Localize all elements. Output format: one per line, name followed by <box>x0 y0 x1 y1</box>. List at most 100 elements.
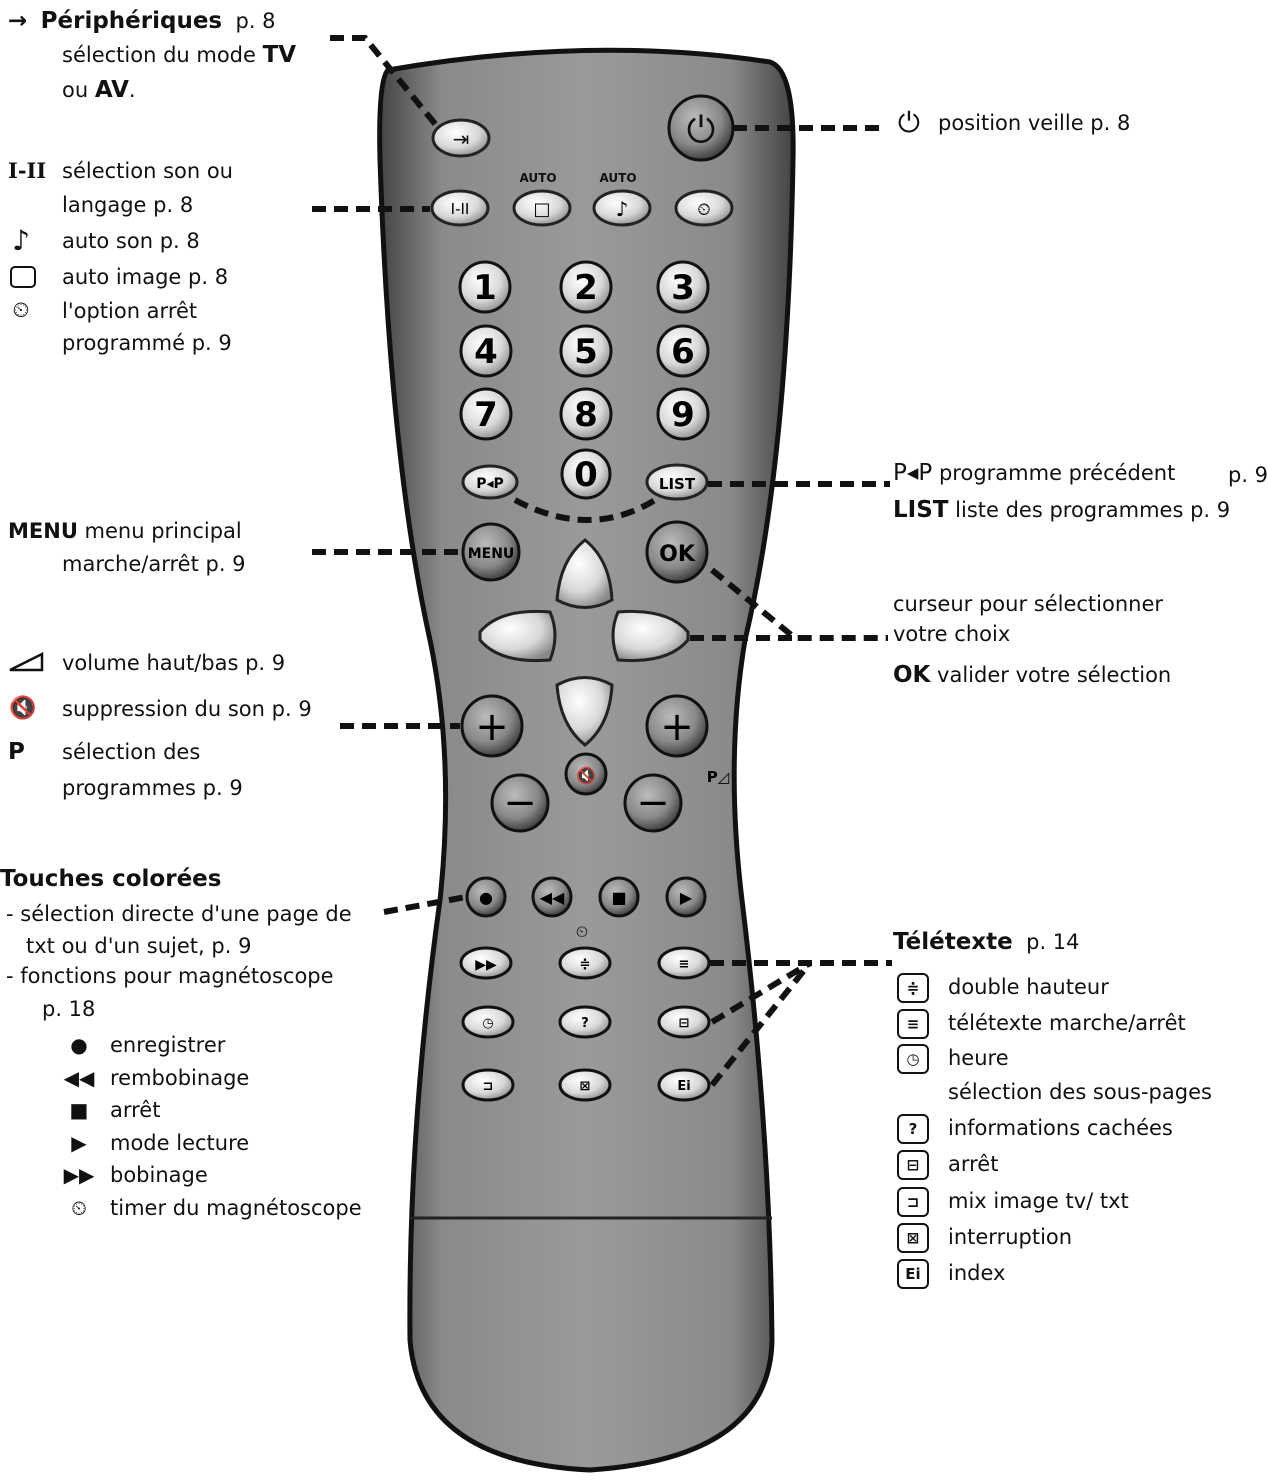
teletext-item-label-7: interruption <box>948 1225 1073 1249</box>
teletext-icon-2-1: ⊠ <box>580 1079 591 1094</box>
sleep-timer-icon: ⏲ <box>12 298 30 323</box>
cursor-line1: curseur pour sélectionner <box>893 592 1164 616</box>
svg-text:MENU: MENU <box>468 546 515 562</box>
teletext-icon-2-0: ⊐ <box>483 1079 494 1094</box>
peripheriques-line2: sélection du mode TV <box>62 42 297 68</box>
digit-label-0: 0 <box>574 455 598 495</box>
ok-label: OK valider votre sélection <box>893 662 1172 688</box>
transport-button-3 <box>665 876 707 918</box>
teletext-item-label-4: informations cachées <box>948 1116 1173 1140</box>
digit-label-6: 6 <box>671 332 695 372</box>
program-line1: sélection des <box>62 740 201 764</box>
vcr-item-icon-1: ◀◀ <box>63 1065 95 1090</box>
transport-icon-0: ● <box>479 888 493 907</box>
teletext-icon-1-2: ⊟ <box>679 1016 690 1031</box>
teletext-button-2-0 <box>461 1068 515 1102</box>
auto-sound-icon: ♪ <box>616 197 629 221</box>
digit-button-6 <box>656 324 710 378</box>
auto-label-2: AUTO <box>599 171 636 185</box>
svg-text:LIST: LIST <box>659 475 696 493</box>
program-icon: P <box>8 739 25 765</box>
program-minus-button <box>490 773 550 833</box>
power-icon: ⏻ <box>897 106 921 139</box>
digit-button-9 <box>656 387 710 441</box>
auto-image-label: auto image p. 8 <box>62 265 229 289</box>
screen-icon <box>10 266 36 288</box>
svg-text:OK: OK <box>659 542 696 567</box>
teletext-item-icon-2: ◷ <box>897 1044 929 1074</box>
colored-bullet1a: - sélection directe d'une page de <box>6 902 352 926</box>
teletext-icon-0-0: ≑ <box>580 957 591 972</box>
fast-forward-button <box>459 946 513 980</box>
power-icon: ⏻ <box>687 110 715 151</box>
transport-icon-1: ◀◀ <box>540 888 565 907</box>
ok-button <box>645 520 709 584</box>
note-icon: ♪ <box>12 224 30 257</box>
list-button <box>645 463 709 501</box>
transport-icon-2: ■ <box>611 888 626 907</box>
volume-minus-button <box>623 773 683 833</box>
mute-icon: 🔇 <box>576 766 596 785</box>
sleep-line2: programmé p. 9 <box>62 331 232 355</box>
digit-button-2 <box>559 260 613 314</box>
svg-text:+: + <box>475 704 509 750</box>
pp-page: p. 9 <box>1228 463 1268 487</box>
teletext-title: Télétexte p. 14 <box>893 929 1080 955</box>
teletext-item-label-0: double hauteur <box>948 975 1109 999</box>
auto-image-icon: □ <box>533 199 550 220</box>
program-plus-button <box>460 694 524 758</box>
svg-text:−: − <box>636 780 670 826</box>
digit-label-9: 9 <box>671 395 695 435</box>
teletext-button-0-1 <box>657 946 711 980</box>
transport-button-2 <box>598 876 640 918</box>
teletext-item-icon-6: ⊐ <box>897 1187 929 1217</box>
digit-label-4: 4 <box>474 332 498 372</box>
menu-label-line1: MENU menu principal <box>8 519 242 543</box>
sound-lang-icon: I-II <box>8 158 47 183</box>
vcr-item-label-2: arrêt <box>110 1098 161 1122</box>
digit-button-8 <box>559 387 613 441</box>
digit-label-3: 3 <box>671 268 695 308</box>
transport-icon-4: ▶▶ <box>475 957 497 973</box>
digit-label-2: 2 <box>574 268 598 308</box>
transport-button-1 <box>531 876 573 918</box>
mute-icon: 🔇 <box>9 696 37 721</box>
teletext-button-1-0 <box>461 1005 515 1039</box>
mute-label: suppression du son p. 9 <box>62 697 312 721</box>
cursor-line2: votre choix <box>893 622 1011 646</box>
vcr-item-icon-3: ▶ <box>71 1130 87 1155</box>
sleep-timer-icon: ⏲ <box>697 200 710 220</box>
source-icon: ⇥ <box>453 127 470 151</box>
sound-lang-line1: sélection son ou <box>62 159 233 183</box>
teletext-button-0-0 <box>558 946 612 980</box>
vcr-item-label-4: bobinage <box>110 1163 208 1187</box>
standby-label: position veille p. 8 <box>938 111 1131 135</box>
volume-label: volume haut/bas p. 9 <box>62 651 286 675</box>
colored-bullet2b: p. 18 <box>42 997 96 1021</box>
cursor-pad <box>478 538 690 747</box>
sound-lang-icon: I-II <box>451 200 470 218</box>
teletext-item-label-2: heure <box>948 1046 1009 1070</box>
vcr-item-icon-4: ▶▶ <box>63 1163 95 1187</box>
menu-label-line2: marche/arrêt p. 9 <box>62 552 246 576</box>
teletext-item-icon-7: ⊠ <box>897 1223 929 1253</box>
volume-plus-button <box>645 694 709 758</box>
digit-label-1: 1 <box>473 268 497 308</box>
svg-text:P◂P: P◂P <box>476 476 504 492</box>
teletext-button-1-2 <box>657 1005 711 1039</box>
teletext-item-label-6: mix image tv/ txt <box>948 1189 1129 1213</box>
callout-lines <box>312 35 892 1087</box>
digit-label-7: 7 <box>474 395 498 435</box>
peripheriques-line3: ou AV. <box>62 77 136 103</box>
pp-label: P◂P programme précédent <box>893 460 1176 486</box>
colored-bullet1b: txt ou d'un sujet, p. 9 <box>26 934 252 958</box>
sleep-line1: l'option arrêt <box>62 299 198 323</box>
pp-button <box>461 464 519 500</box>
mute-button <box>564 752 608 796</box>
transport-button-0 <box>465 876 507 918</box>
list-label: LIST liste des programmes p. 9 <box>893 497 1231 523</box>
teletext-icon-1-0: ◷ <box>482 1016 493 1031</box>
teletext-item-label-5: arrêt <box>948 1152 999 1176</box>
